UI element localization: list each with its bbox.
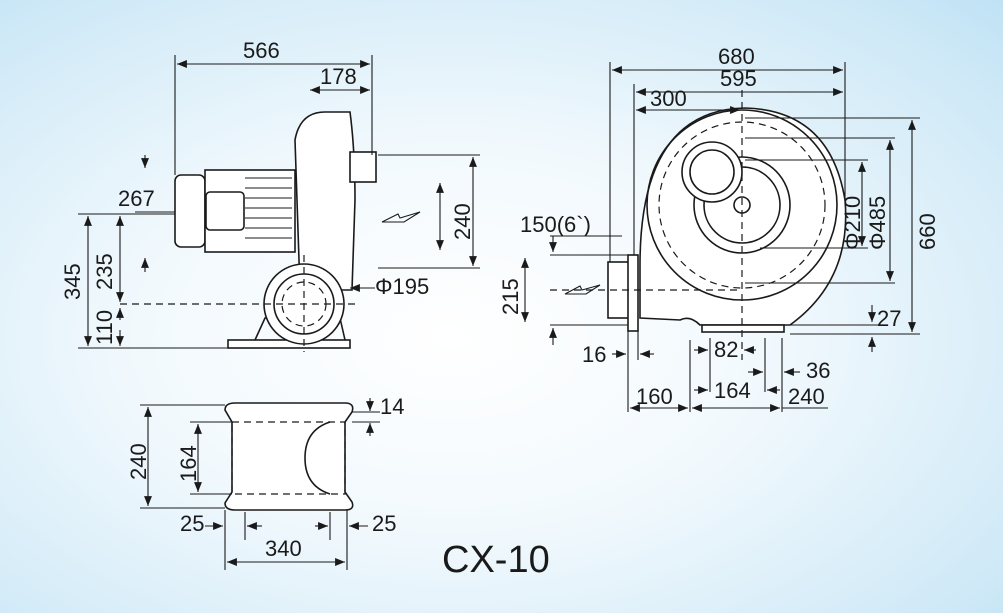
dim-outlet-height: 240 bbox=[450, 203, 475, 240]
dim-base-width: 340 bbox=[265, 536, 302, 561]
terminal-box bbox=[205, 191, 245, 231]
side-view: 566 178 267 345 235 110 240 Φ195 bbox=[60, 38, 480, 352]
dim-slot-offset: 36 bbox=[806, 358, 830, 383]
dim-flange-thickness: 16 bbox=[582, 342, 606, 367]
dim-overall-length: 566 bbox=[243, 38, 280, 63]
airflow-symbol bbox=[381, 211, 421, 223]
dim-base-depth: 240 bbox=[126, 443, 151, 480]
base-cutout bbox=[304, 421, 331, 495]
dim-total-height: 345 bbox=[60, 263, 85, 300]
dim-outer-diameter: Φ485 bbox=[865, 196, 890, 250]
dim-shaft-height: 235 bbox=[92, 253, 117, 290]
dim-outlet-size: 150(6`) bbox=[520, 212, 591, 237]
front-view: 680 595 300 660 Φ485 Φ210 27 150(6`) 215 bbox=[498, 44, 940, 412]
fan-housing bbox=[294, 111, 356, 291]
volute-housing bbox=[639, 107, 847, 326]
dim-right-offset: 25 bbox=[372, 511, 396, 536]
dim-base-height: 110 bbox=[92, 310, 117, 345]
outlet-stub bbox=[349, 151, 377, 183]
motor-body bbox=[204, 169, 296, 253]
dim-motor-height: 267 bbox=[118, 186, 155, 211]
model-title: CX-10 bbox=[442, 539, 550, 581]
bolt-circle bbox=[658, 121, 826, 289]
dim-hole-spacing-depth: 164 bbox=[176, 445, 201, 482]
airflow-symbol-front bbox=[564, 284, 601, 295]
dim-slot-width: 14 bbox=[380, 394, 404, 419]
dim-center-offset: 300 bbox=[650, 86, 687, 111]
dim-flange-height: 215 bbox=[498, 278, 523, 315]
front-foot bbox=[701, 324, 785, 333]
dim-outlet-depth: 178 bbox=[320, 64, 357, 89]
dim-left-offset: 25 bbox=[180, 511, 204, 536]
dim-total-height-front: 660 bbox=[915, 213, 940, 250]
motor-fins bbox=[245, 177, 292, 239]
motor-endcap bbox=[174, 174, 206, 248]
motor-hub bbox=[681, 141, 743, 203]
dim-outlet-to-foot: 160 bbox=[636, 384, 673, 409]
dim-foot-height: 27 bbox=[877, 306, 901, 331]
dim-inner-diameter: Φ210 bbox=[840, 196, 865, 250]
base-outline bbox=[224, 402, 354, 511]
outlet-flange bbox=[627, 254, 639, 332]
dim-width-to-flange: 595 bbox=[720, 66, 757, 91]
base-view: 240 164 14 25 25 340 bbox=[126, 394, 404, 570]
dim-foot-width: 240 bbox=[788, 384, 825, 409]
dim-overall-width: 680 bbox=[718, 44, 755, 69]
dim-hole-spacing: 164 bbox=[714, 378, 751, 403]
dim-hole-spacing-half: 82 bbox=[714, 337, 738, 362]
dim-inlet-diameter: Φ195 bbox=[375, 274, 429, 299]
